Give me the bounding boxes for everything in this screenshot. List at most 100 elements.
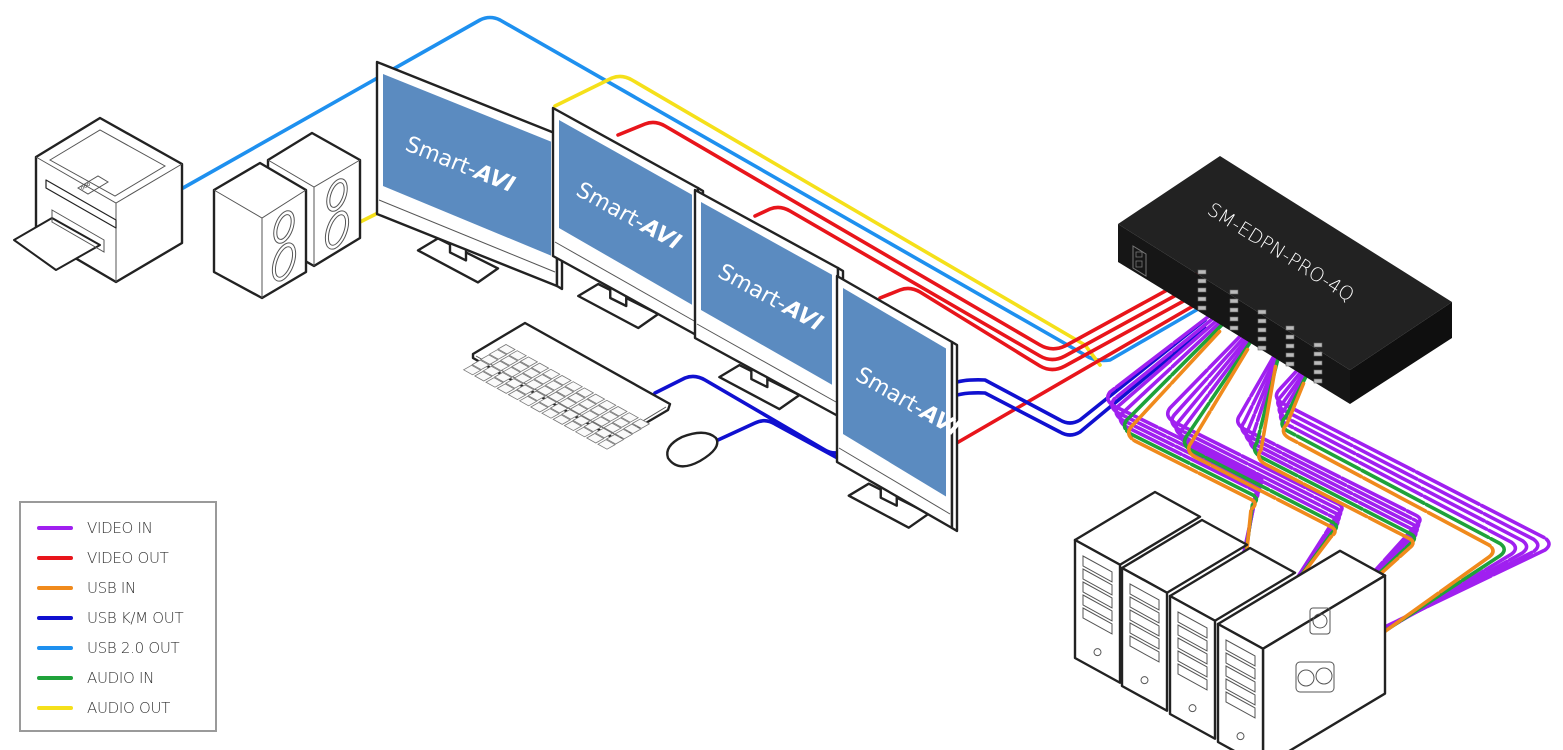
key [560, 409, 580, 420]
drive-bay [1129, 583, 1160, 611]
key [527, 390, 547, 402]
key [585, 433, 605, 444]
legend-label: USB K/M OUT [87, 609, 184, 627]
device-port [1313, 360, 1323, 366]
legend-label: AUDIO IN [87, 669, 155, 687]
key [510, 361, 530, 373]
power-socket [1132, 245, 1147, 277]
legend-item-usb-in: USB IN [37, 578, 136, 598]
key [491, 360, 510, 372]
key [479, 354, 499, 365]
key [502, 366, 522, 378]
computer-3 [1168, 546, 1297, 740]
key [508, 350, 528, 361]
device-port [1197, 296, 1207, 302]
device-port [1197, 305, 1207, 311]
fan-icon [1309, 607, 1331, 635]
device-front [1118, 224, 1350, 404]
key [580, 410, 600, 421]
fan-icon [1295, 661, 1335, 693]
power-button-icon [1093, 648, 1102, 657]
key [493, 372, 513, 383]
key [572, 415, 591, 426]
legend-item-video-out: VIDEO OUT [37, 548, 169, 568]
key [549, 403, 569, 414]
device-top [1118, 156, 1452, 370]
key [597, 399, 617, 411]
legend-item-usb-km-out: USB K/M OUT [37, 608, 184, 628]
monitor-chin-line [554, 241, 697, 323]
fan-icon [1312, 613, 1328, 629]
key [529, 402, 549, 413]
key [513, 373, 533, 384]
device-port [1257, 336, 1267, 342]
key [589, 405, 609, 416]
monitor-4: Smart-AVI [835, 274, 964, 533]
device-port [1313, 369, 1323, 375]
legend-label: AUDIO OUT [87, 699, 171, 717]
cable-video-in-pc4 [1276, 356, 1540, 651]
cable-video-in-pc4 [1278, 369, 1518, 657]
drive-bay [1129, 596, 1160, 624]
cable-audio-in-pc4 [1280, 375, 1506, 659]
speaker-left [212, 161, 308, 300]
monitor-1: Smart-AVI [375, 60, 564, 291]
device-port [1197, 287, 1207, 293]
legend-label: USB IN [87, 579, 136, 597]
legend: VIDEO IN VIDEO OUT USB IN USB K/M OUT US… [19, 501, 217, 732]
legend-swatch [37, 616, 73, 620]
legend-item-video-in: VIDEO IN [37, 518, 153, 538]
cables-bundle-to-computers [1105, 298, 1551, 662]
cable-video-out-monitor2 [753, 205, 1202, 362]
computer-front [1168, 594, 1217, 740]
key [600, 411, 620, 422]
speakers [212, 131, 362, 300]
computer-4 [1216, 549, 1387, 750]
power-button-icon [1140, 676, 1149, 685]
key [547, 391, 566, 403]
kvm-switch-device: SM-EDPN-PRO-4Q [1118, 156, 1452, 404]
key [553, 375, 572, 386]
legend-item-audio-out: AUDIO OUT [37, 698, 170, 718]
key [574, 426, 594, 438]
device-side [1350, 302, 1452, 404]
drive-bay [1177, 650, 1208, 678]
keyboard [462, 321, 672, 450]
key [578, 398, 597, 410]
key [594, 427, 614, 439]
legend-label: VIDEO OUT [87, 549, 169, 567]
key [558, 397, 578, 409]
drive-bay [1225, 665, 1256, 693]
drive-bay [1129, 622, 1160, 650]
key [473, 371, 493, 382]
drive-bay [1082, 607, 1113, 635]
monitor-screen [559, 120, 692, 305]
key [569, 404, 589, 415]
drive-bay [1225, 652, 1256, 680]
cable-video-in-pc4 [1277, 362, 1529, 654]
keyboard-keys [462, 344, 651, 450]
key [541, 368, 561, 380]
key [591, 416, 611, 427]
key [605, 434, 625, 445]
device-port [1229, 316, 1239, 322]
key [611, 417, 631, 428]
device-port [1285, 361, 1295, 367]
key [586, 393, 606, 405]
key [583, 421, 603, 433]
legend-label: VIDEO IN [87, 519, 153, 537]
drive-bay [1225, 678, 1256, 706]
monitor-2: Smart-AVI [551, 106, 705, 341]
device-port [1229, 307, 1239, 313]
key [603, 422, 622, 434]
cable-video-in-pc4 [1274, 350, 1551, 648]
fan-icon [1315, 667, 1333, 685]
monitor-chin-line [696, 323, 837, 403]
monitor-chin-line [378, 199, 556, 273]
key [522, 367, 541, 379]
cable-usb-in-pc4 [1281, 381, 1495, 662]
drive-bay [1225, 691, 1256, 719]
device-port [1285, 334, 1295, 340]
legend-swatch [37, 706, 73, 710]
device-port [1285, 343, 1295, 349]
